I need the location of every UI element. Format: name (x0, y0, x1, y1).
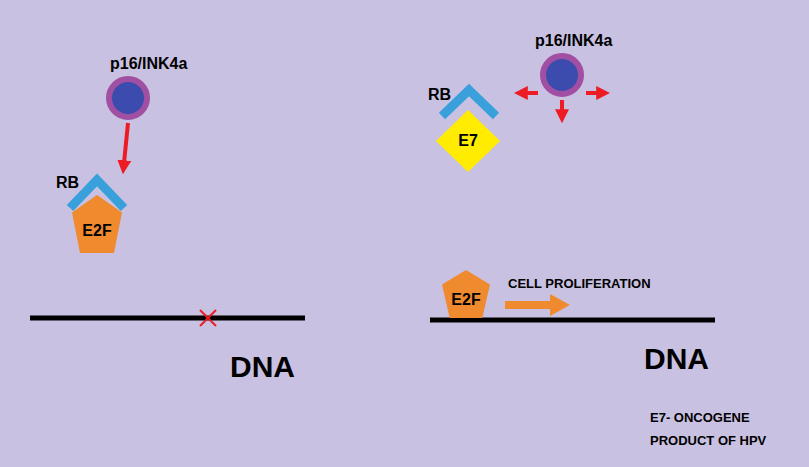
e7-diamond (436, 110, 500, 172)
molecule-label: DNA (644, 342, 724, 376)
e2f-pentagon (72, 195, 122, 253)
node-text: p16/INK4a (110, 55, 154, 73)
transcription-factor: E2F (72, 195, 122, 253)
label-text: E7- ONCOGENE PRODUCT OF HPV (650, 406, 772, 452)
node-text: RB (428, 86, 486, 104)
label-text: DNA (230, 350, 310, 384)
node-text: RB (56, 174, 114, 192)
block-mark (200, 310, 216, 326)
inhibitor-protein: p16/INK4a (540, 53, 584, 97)
dna-strand (30, 316, 305, 321)
label-text: CELL PROLIFERATION (508, 276, 678, 292)
dna-strand (430, 318, 715, 323)
node-text: E2F (82, 222, 111, 240)
node-outline (106, 76, 150, 120)
node-text: p16/INK4a (535, 32, 579, 50)
block-mark (200, 310, 216, 326)
legend-note: E7- ONCOGENE PRODUCT OF HPV (650, 406, 772, 452)
node-text: E2F (451, 291, 480, 309)
protein-circle (543, 56, 581, 94)
molecule-label: DNA (230, 350, 310, 384)
release-arrow (586, 91, 599, 95)
node-outline (540, 53, 584, 97)
node-text: E7 (458, 132, 478, 150)
inhibitor-protein: p16/INK4a (106, 76, 150, 120)
inhibition-arrow (124, 123, 128, 163)
proliferation-arrow (505, 294, 570, 316)
release-arrow (560, 100, 564, 112)
e2f-pentagon (442, 270, 490, 318)
transcription-factor: E2F (442, 270, 490, 318)
viral-oncoprotein: E7 (436, 110, 500, 172)
label-text: DNA (644, 342, 724, 376)
protein-circle (109, 79, 147, 117)
process-label: CELL PROLIFERATION (508, 276, 678, 292)
release-arrow (525, 91, 538, 95)
